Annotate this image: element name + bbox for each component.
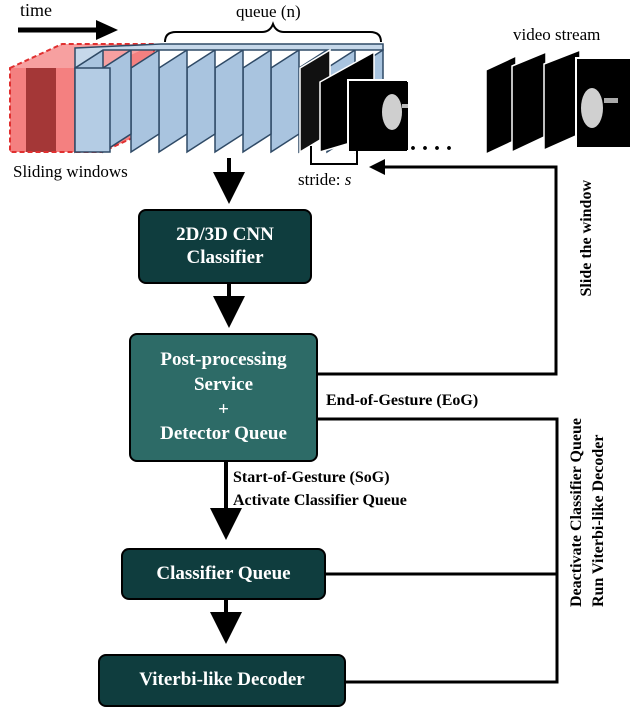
queue-brace <box>164 21 382 43</box>
ellipsis: . . . . <box>410 130 452 156</box>
viterbi-decoder-box: Viterbi-like Decoder <box>98 654 346 707</box>
time-label: time <box>20 0 52 20</box>
video-stream-label: video stream <box>513 25 601 44</box>
stride-label: stride: s <box>298 170 351 190</box>
stride-text: stride: <box>298 170 341 189</box>
eog-label: End-of-Gesture (EoG) <box>326 392 479 409</box>
post-processing-box: Post-processing Service + Detector Queue <box>129 333 318 462</box>
viterbi-label: Viterbi-like Decoder <box>139 669 305 691</box>
incoming-frames <box>299 48 409 154</box>
classifier-queue-label: Classifier Queue <box>156 562 291 584</box>
cnn-line-2: Classifier <box>186 246 264 268</box>
stride-variable: s <box>344 170 352 189</box>
time-arrow-head <box>96 20 118 40</box>
deactivate-line-1: Deactivate Classifier Queue <box>568 418 585 607</box>
sliding-windows-label: Sliding windows <box>13 162 128 181</box>
cnn-line-1: 2D/3D CNN <box>176 223 274 245</box>
classifier-queue-box: Classifier Queue <box>121 548 326 600</box>
stride-bracket <box>310 146 358 165</box>
eog-line <box>316 417 559 684</box>
post-line-4: Detector Queue <box>160 423 287 445</box>
post-line-2: Service <box>193 373 254 395</box>
sog-line-2: Activate Classifier Queue <box>233 492 407 509</box>
queue-label: queue (n) <box>236 2 301 21</box>
cnn-classifier-box: 2D/3D CNN Classifier <box>138 209 312 284</box>
post-line-1: Post-processing <box>160 349 287 371</box>
slide-window-label: Slide the window <box>578 180 595 297</box>
deactivate-line-2: Run Viterbi-like Decoder <box>590 434 607 607</box>
slide-feedback-line <box>316 165 558 376</box>
slide-feedback-head <box>369 159 385 175</box>
sog-line-1: Start-of-Gesture (SoG) <box>233 469 390 486</box>
deactivate-label: Deactivate Classifier Queue Run Viterbi-… <box>566 418 610 607</box>
sog-label: Start-of-Gesture (SoG) Activate Classifi… <box>233 466 407 512</box>
video-stream-frames <box>485 48 632 156</box>
post-line-3: + <box>218 398 229 420</box>
